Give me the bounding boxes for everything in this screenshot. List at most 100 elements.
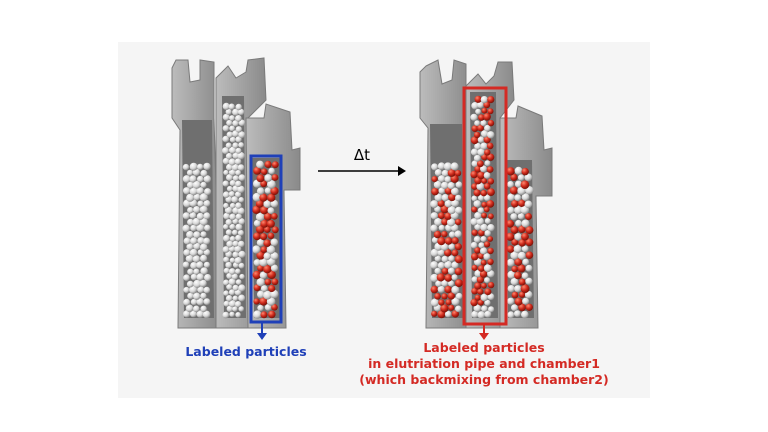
particle xyxy=(478,311,486,319)
particle xyxy=(452,237,459,244)
particle xyxy=(268,285,275,292)
particle xyxy=(484,172,491,179)
particle xyxy=(193,231,200,238)
particle xyxy=(226,143,232,149)
particle xyxy=(229,312,234,317)
particle xyxy=(182,225,190,233)
particle xyxy=(227,186,233,192)
particle xyxy=(233,175,239,181)
particle xyxy=(488,178,495,185)
particle xyxy=(481,190,487,196)
particle xyxy=(487,224,494,231)
particle xyxy=(518,252,526,260)
particle xyxy=(263,239,271,247)
particle xyxy=(230,203,236,209)
particle xyxy=(431,212,438,219)
particle xyxy=(200,170,207,177)
particle xyxy=(239,274,244,279)
particle xyxy=(253,298,259,304)
particle xyxy=(431,188,439,196)
particle xyxy=(452,250,459,257)
particle xyxy=(229,268,236,275)
particle xyxy=(268,168,275,175)
particle xyxy=(515,298,523,306)
particle xyxy=(437,273,445,281)
particle xyxy=(431,286,439,294)
particle xyxy=(271,239,279,247)
particle xyxy=(223,181,229,187)
particle xyxy=(510,213,517,220)
left-caption: Labeled particles xyxy=(185,344,306,359)
particle xyxy=(190,237,197,244)
particle xyxy=(487,166,494,173)
particle xyxy=(442,256,449,263)
particle xyxy=(475,295,481,301)
particle xyxy=(521,284,530,293)
particle xyxy=(183,274,190,281)
particle xyxy=(437,237,445,245)
particle xyxy=(272,278,279,285)
particle xyxy=(441,293,447,299)
particle xyxy=(233,285,239,291)
particle xyxy=(471,253,478,260)
particle xyxy=(456,181,463,188)
particle xyxy=(226,229,232,235)
particle xyxy=(451,162,459,170)
particle xyxy=(526,251,534,259)
particle xyxy=(475,109,481,115)
particle xyxy=(521,233,529,241)
particle xyxy=(431,299,439,307)
particle xyxy=(455,207,462,214)
particle xyxy=(226,295,233,302)
particle xyxy=(271,213,278,220)
particle xyxy=(474,120,480,126)
particle xyxy=(484,149,490,155)
particle xyxy=(478,265,485,272)
particle xyxy=(508,285,515,292)
particle xyxy=(522,168,529,175)
particle xyxy=(445,176,452,183)
particle xyxy=(183,164,189,170)
particle xyxy=(430,200,438,208)
particle xyxy=(488,108,494,114)
particle xyxy=(514,310,521,317)
particle xyxy=(238,164,245,171)
particle xyxy=(514,194,521,201)
particle xyxy=(484,241,490,247)
particle xyxy=(471,196,477,202)
particle xyxy=(223,312,230,319)
particle xyxy=(480,143,487,150)
particle xyxy=(431,311,437,317)
particle xyxy=(200,231,206,237)
particle xyxy=(488,213,494,219)
particle xyxy=(448,182,455,189)
particle xyxy=(514,233,522,241)
particle xyxy=(525,201,533,209)
particle xyxy=(264,174,272,182)
particle xyxy=(272,161,279,168)
particle xyxy=(238,295,245,302)
particle xyxy=(223,170,228,175)
particle xyxy=(268,207,275,214)
particle xyxy=(488,282,494,288)
particle xyxy=(265,279,272,286)
particle xyxy=(257,174,265,182)
particle xyxy=(455,306,462,313)
particle xyxy=(455,243,462,250)
particle xyxy=(511,304,518,311)
particle xyxy=(238,230,244,236)
particle xyxy=(512,292,519,299)
particle xyxy=(183,287,189,293)
particle xyxy=(522,259,529,266)
particle xyxy=(272,226,279,233)
particle xyxy=(230,236,236,242)
particle xyxy=(448,305,454,311)
particle xyxy=(432,176,438,182)
particle xyxy=(200,306,206,312)
particle xyxy=(238,197,244,203)
particle xyxy=(203,212,210,219)
particle xyxy=(507,298,514,305)
particle xyxy=(481,202,487,208)
particle xyxy=(431,163,438,170)
particle xyxy=(223,290,229,296)
